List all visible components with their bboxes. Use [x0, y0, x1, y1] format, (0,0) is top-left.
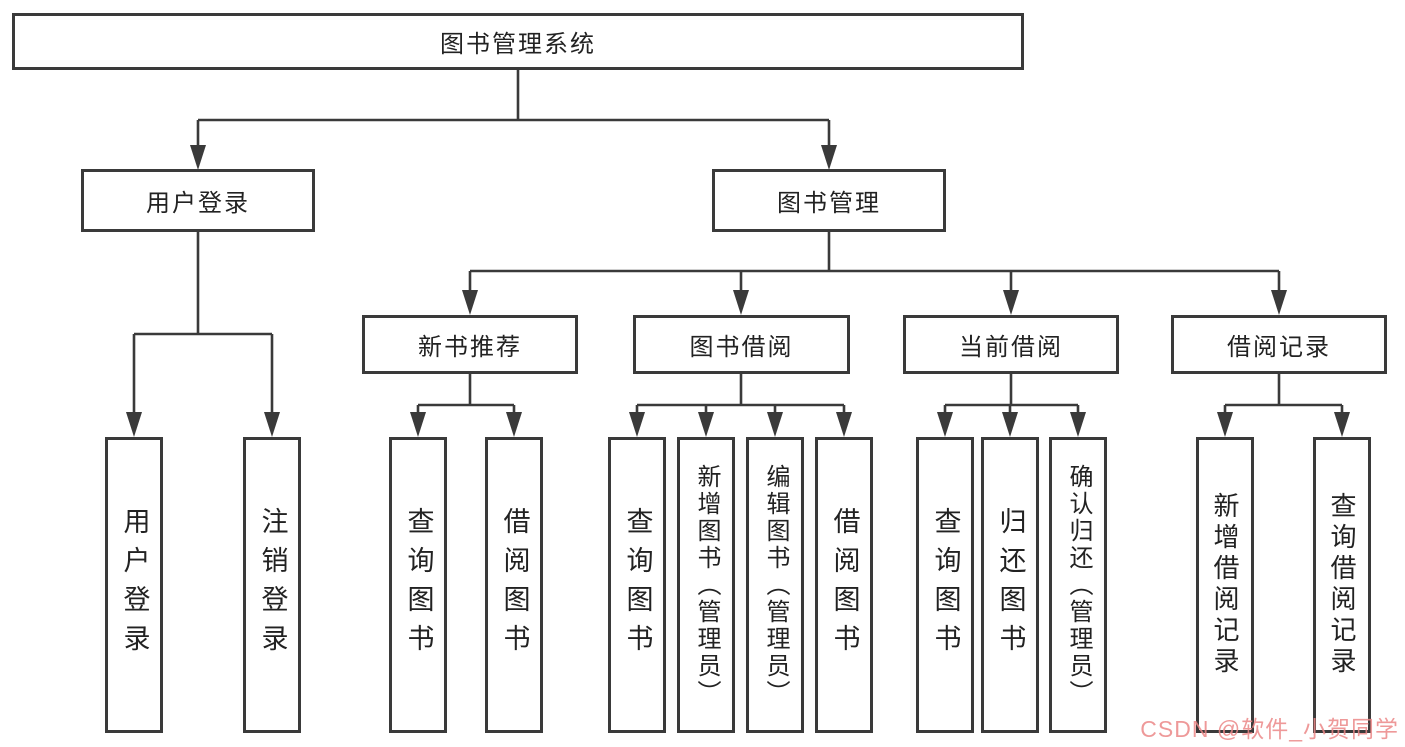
leaf-query-books-current-label: 查询图书 [930, 507, 961, 663]
leaf-user-login: 用户登录 [105, 437, 163, 733]
node-borrowing-records: 借阅记录 [1171, 315, 1387, 374]
leaf-add-books-admin-label: 新增图书（管理员） [693, 463, 720, 707]
leaf-add-borrow-record-label: 新增借阅记录 [1210, 492, 1240, 678]
leaf-query-borrow-record: 查询借阅记录 [1313, 437, 1371, 733]
leaf-add-books-admin: 新增图书（管理员） [677, 437, 735, 733]
node-borrowing-records-label: 借阅记录 [1227, 334, 1331, 361]
node-user-login-label: 用户登录 [146, 190, 250, 217]
watermark-text: CSDN @软件_小贺同学 [1140, 716, 1399, 742]
leaf-add-borrow-record: 新增借阅记录 [1196, 437, 1254, 733]
node-book-management-label: 图书管理 [777, 190, 881, 217]
leaf-borrow-books: 借阅图书 [815, 437, 873, 733]
leaf-query-books-borrow-label: 查询图书 [622, 507, 653, 663]
node-current-borrowing-label: 当前借阅 [959, 334, 1063, 361]
leaf-logout: 注销登录 [243, 437, 301, 733]
leaf-query-books-borrow: 查询图书 [608, 437, 666, 733]
leaf-borrow-books-recommend-label: 借阅图书 [499, 507, 530, 663]
leaf-query-borrow-record-label: 查询借阅记录 [1327, 492, 1357, 678]
node-library-system: 图书管理系统 [12, 13, 1024, 70]
leaf-edit-books-admin-label: 编辑图书（管理员） [762, 463, 789, 707]
node-book-borrowing-label: 图书借阅 [689, 334, 794, 361]
leaf-query-books-recommend: 查询图书 [389, 437, 447, 733]
leaf-user-login-label: 用户登录 [119, 507, 150, 663]
leaf-confirm-return-admin-label: 确认归还（管理员） [1065, 463, 1092, 707]
leaf-return-books-label: 归还图书 [995, 507, 1026, 663]
leaf-logout-label: 注销登录 [257, 507, 288, 663]
node-current-borrowing: 当前借阅 [903, 315, 1119, 374]
arrowheads [126, 145, 1350, 437]
node-book-borrowing: 图书借阅 [633, 315, 850, 374]
node-new-book-recommendation-label: 新书推荐 [418, 334, 522, 361]
leaf-borrow-books-recommend: 借阅图书 [485, 437, 543, 733]
leaf-query-books-current: 查询图书 [916, 437, 974, 733]
leaf-edit-books-admin: 编辑图书（管理员） [746, 437, 804, 733]
leaf-return-books: 归还图书 [981, 437, 1039, 733]
leaf-borrow-books-label: 借阅图书 [829, 507, 860, 663]
leaf-query-books-recommend-label: 查询图书 [403, 507, 434, 663]
node-library-system-label: 图书管理系统 [440, 31, 596, 58]
node-book-management: 图书管理 [712, 169, 946, 232]
node-user-login: 用户登录 [81, 169, 315, 232]
node-new-book-recommendation: 新书推荐 [362, 315, 578, 374]
leaf-confirm-return-admin: 确认归还（管理员） [1049, 437, 1107, 733]
